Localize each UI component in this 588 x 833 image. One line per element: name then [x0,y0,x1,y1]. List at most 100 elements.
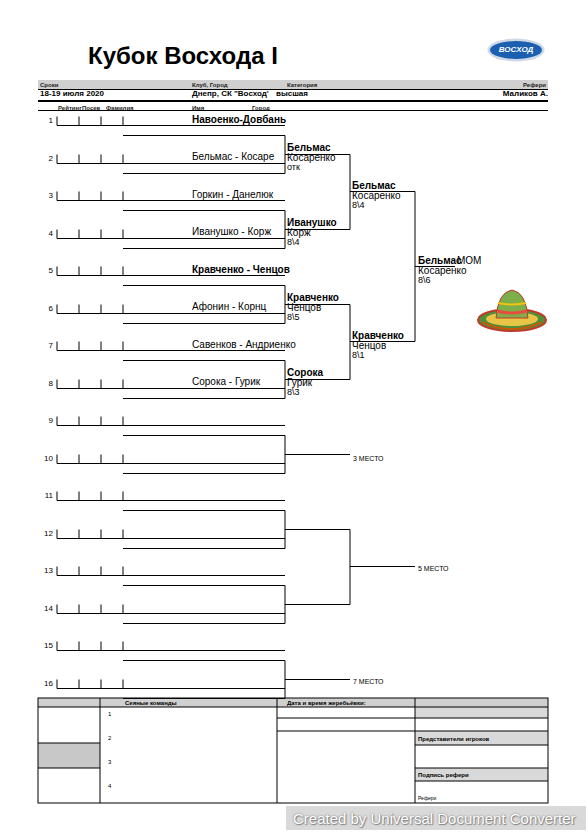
column-heading: Имя [192,105,204,111]
match-result: 8\4 [352,201,365,210]
hat-crown [496,290,528,318]
entry-line [57,388,285,389]
header-value: Маликов А. [503,90,548,98]
table-line [38,743,100,744]
cell-tick [101,305,102,314]
header-band: СрокиКлуб, ГородКатегорияРефери [38,80,548,89]
cell-tick [57,117,58,126]
cell-tick [123,567,124,576]
table-cell: 2 [108,735,111,741]
entry-line [57,313,285,314]
entry-line [123,398,285,399]
cell-tick [79,680,80,689]
match-result: Ченцов [287,303,321,313]
table-cell: Дата и время жеребьёвки: [287,700,366,706]
entry-line [57,463,285,464]
cell-tick [101,567,102,576]
row-number: 10 [44,455,53,463]
cell-tick [101,417,102,426]
cell-tick [79,492,80,501]
cell-tick [123,680,124,689]
header-value: Днепр, СК "Восход' [192,90,269,98]
cell-tick [123,492,124,501]
entry-line [57,200,285,201]
team-name: Иванушко - Корж [192,227,271,237]
hat-band [498,303,526,305]
entry-line [123,548,285,549]
cell-tick [123,380,124,389]
table-gray-cell [415,768,548,781]
row-number: 6 [49,305,53,313]
row-number: 14 [44,605,53,613]
team-name: Горкин - Данелюк [192,190,273,200]
cell-tick [123,642,124,651]
entry-line [123,210,285,211]
entry-line [123,698,285,699]
row-number: 1 [49,117,53,125]
logo-ring [488,39,545,62]
entry-line [57,688,285,689]
match-result: Сорока [287,368,323,378]
cell-tick [101,455,102,464]
watermark-band [286,806,586,830]
entry-line [57,350,285,351]
cell-tick [101,267,102,276]
place-label: 7 МЕСТО [353,678,384,685]
entry-line [123,360,285,361]
row-number: 13 [44,567,53,575]
cell-tick [101,192,102,201]
cell-tick [101,230,102,239]
entry-line [57,275,285,276]
place-label: 5 МЕСТО [418,565,449,572]
table-line [415,768,548,769]
match-result: Гурик [287,378,312,388]
cell-tick [123,267,124,276]
table-line [415,745,548,746]
column-heading: Сроки [40,82,58,88]
cell-tick [57,492,58,501]
match-result: Косаренко [287,153,336,163]
cell-tick [57,605,58,614]
table-border [38,698,548,803]
column-heading: Категория [287,82,317,88]
table-cell: 1 [108,711,111,717]
cell-tick [79,155,80,164]
match-result: отк [287,163,300,172]
cell-tick [79,117,80,126]
entry-line [57,613,285,614]
entry-line [123,135,285,136]
cell-tick [101,342,102,351]
entry-line [123,173,285,174]
row-number: 7 [49,342,53,350]
table-cell: Сеяные команды [125,700,177,706]
entry-line [123,248,285,249]
entry-line [123,285,285,286]
match-result: МОМ [457,256,481,266]
table-line [100,698,101,803]
table-gray-cell [415,731,548,745]
column-header-band: РейтингПосевФамилияИмяГород [38,101,548,111]
cell-tick [79,342,80,351]
bracket-line [285,529,350,530]
cell-tick [79,530,80,539]
cell-tick [101,680,102,689]
match-result: 8\4 [287,238,300,247]
match-result: 8\3 [287,388,300,397]
team-name: Навоенко-Довбань [192,115,286,125]
cell-tick [79,417,80,426]
table-line [38,768,100,769]
team-name: Афонин - Корнц [192,302,266,312]
table-cell: 4 [108,783,111,789]
cell-tick [79,605,80,614]
header-value: высшая [276,90,308,98]
cell-tick [57,230,58,239]
entry-line [123,660,285,661]
entry-line [123,473,285,474]
cell-tick [57,305,58,314]
cell-tick [123,192,124,201]
cell-tick [101,155,102,164]
match-result: Кравченко [287,293,339,303]
hat-band [497,311,527,313]
match-result: Косаренко [418,266,467,276]
entry-line [123,510,285,511]
